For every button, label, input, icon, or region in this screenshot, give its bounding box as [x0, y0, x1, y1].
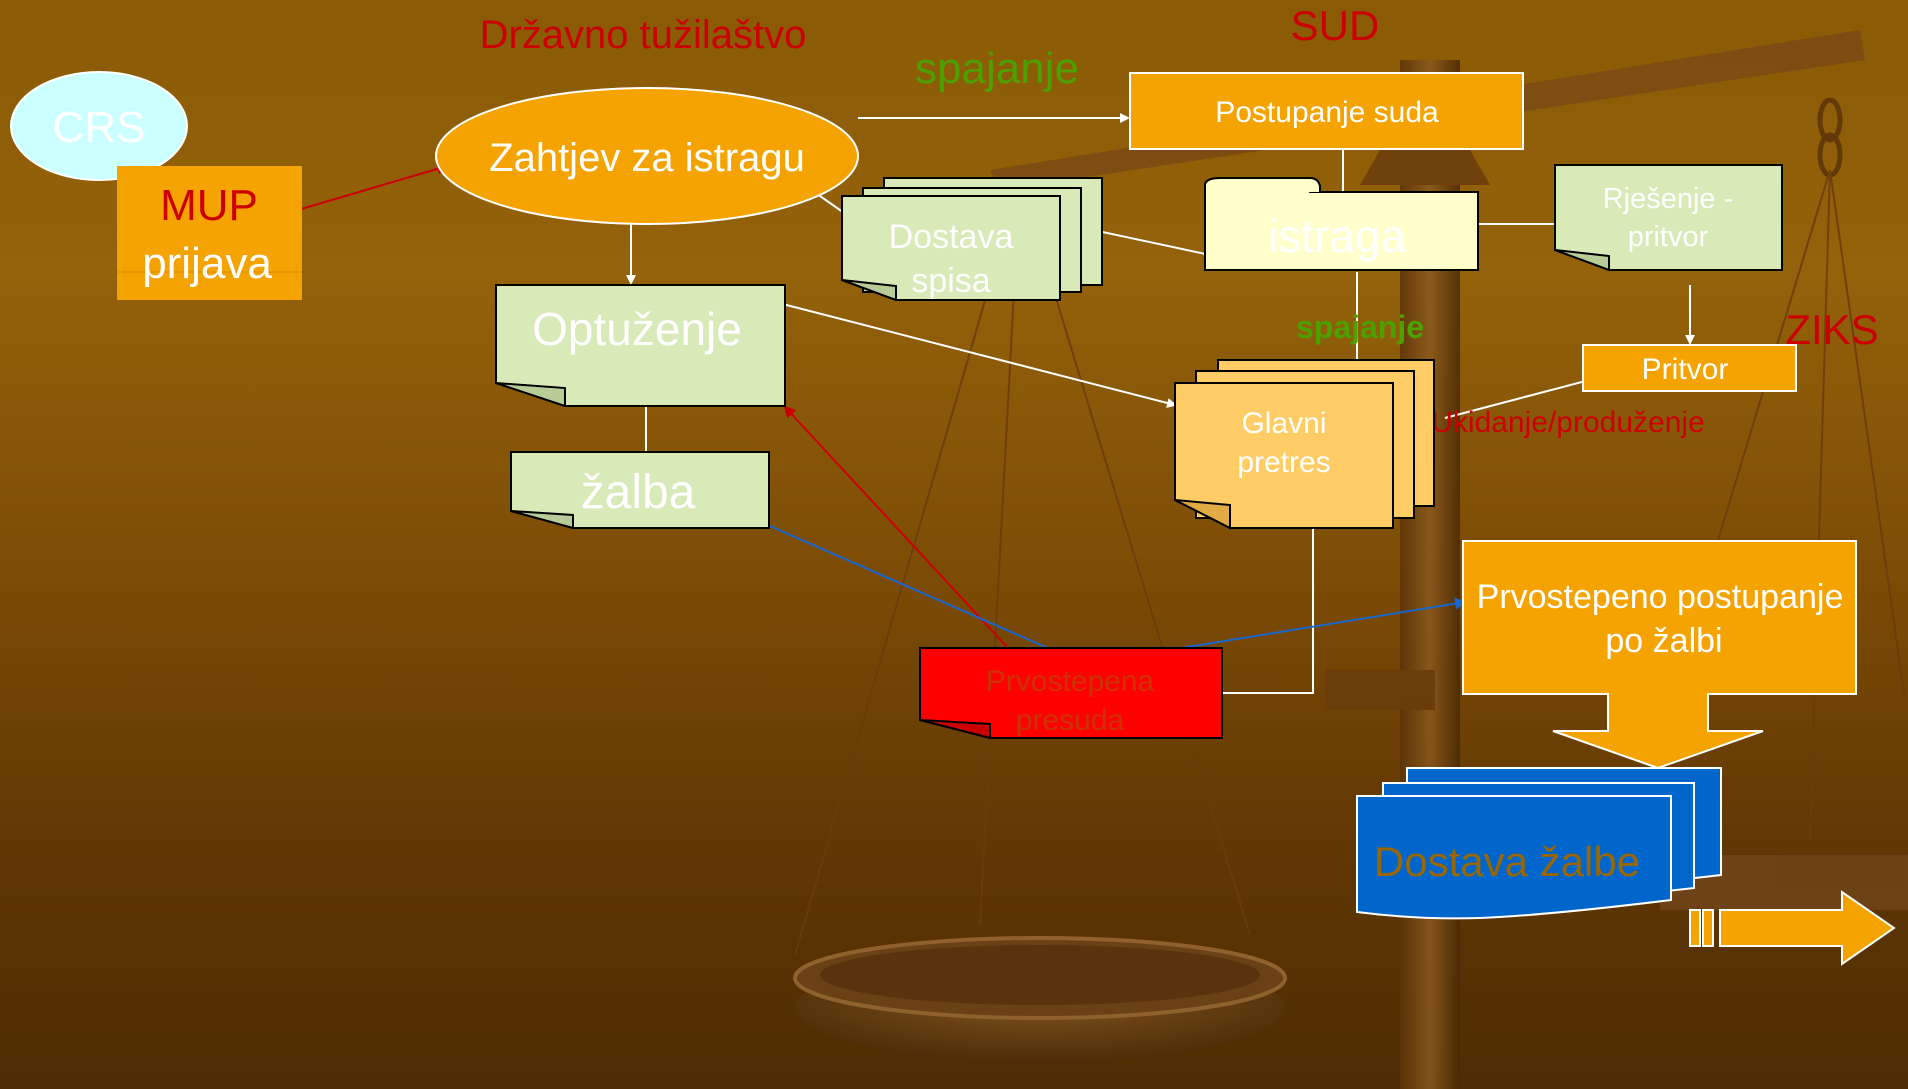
- zahtjev-label: Zahtjev za istragu: [489, 136, 805, 180]
- arrow-glavni-to-presuda: [1193, 482, 1314, 698]
- dostava-spisa-node: Dostava spisa: [841, 177, 1103, 302]
- postupanje-suda-node: Postupanje suda: [1129, 72, 1524, 150]
- presuda-line1: Prvostepena: [986, 665, 1155, 698]
- postupanje-suda-label: Postupanje suda: [1215, 96, 1439, 129]
- istraga-node: istraga: [1204, 177, 1479, 271]
- heading-ziks: ZIKS: [1785, 306, 1878, 353]
- zahtjev-za-istragu-node: Zahtjev za istragu: [435, 87, 859, 225]
- heading-court: SUD: [1291, 2, 1380, 49]
- spajanje-top-label: spajanje: [915, 44, 1079, 93]
- rjesenje-line2: pritvor: [1628, 221, 1709, 253]
- glavni-line1: Glavni: [1241, 407, 1326, 440]
- dostava-zalbe-label: Dostava žalbe: [1374, 838, 1640, 885]
- prvostepeno-line2: po žalbi: [1605, 622, 1722, 660]
- arrow-optuzenje-to-glavni: [766, 299, 1177, 408]
- arrow-glavni-to-pritvor: [1444, 375, 1599, 419]
- arrow-zalba-to-presuda: [737, 511, 1077, 662]
- dostava-spisa-line2: spisa: [911, 262, 990, 300]
- arrow-mup-to-zahtjev: [297, 163, 449, 211]
- mup-prijava-node: MUP prijava: [117, 166, 302, 300]
- dostava-spisa-line1: Dostava: [889, 218, 1014, 256]
- next-arrow-icon[interactable]: [1689, 890, 1896, 966]
- glavni-line2: pretres: [1237, 446, 1330, 479]
- crs-label: CRS: [53, 103, 146, 152]
- dostava-zalbe-node: Dostava žalbe: [1356, 767, 1722, 920]
- prvostepeno-postupanje-node: Prvostepeno postupanje po žalbi: [1462, 540, 1857, 770]
- spajanje-mid-label: spajanje: [1296, 309, 1424, 345]
- mup-label-line2: prijava: [142, 239, 272, 288]
- pritvor-node: Pritvor: [1582, 344, 1797, 392]
- mup-label-line1: MUP: [160, 181, 258, 230]
- zalba-label: žalba: [581, 466, 696, 519]
- rjesenje-line1: Rješenje -: [1603, 183, 1734, 215]
- crs-node: CRS: [10, 71, 188, 181]
- optuzenje-label: Optuženje: [532, 303, 742, 355]
- arrow-presuda-to-optuzenje: [783, 405, 1009, 649]
- optuzenje-node: Optuženje: [495, 284, 786, 408]
- rjesenje-pritvor-node: Rješenje - pritvor: [1554, 164, 1783, 272]
- heading-prosecution: Državno tužilaštvo: [480, 13, 807, 57]
- presuda-line2: presuda: [1016, 704, 1125, 737]
- prvostepeno-line1: Prvostepeno postupanje: [1477, 578, 1844, 616]
- prvostepena-presuda-node: Prvostepena presuda: [919, 647, 1223, 740]
- istraga-label: istraga: [1268, 210, 1406, 262]
- zalba-node: žalba: [510, 451, 770, 530]
- ukidanje-label: Ukidanje/produženje: [1431, 406, 1705, 439]
- pritvor-label: Pritvor: [1642, 353, 1729, 386]
- glavni-pretres-node: Glavni pretres: [1174, 359, 1435, 530]
